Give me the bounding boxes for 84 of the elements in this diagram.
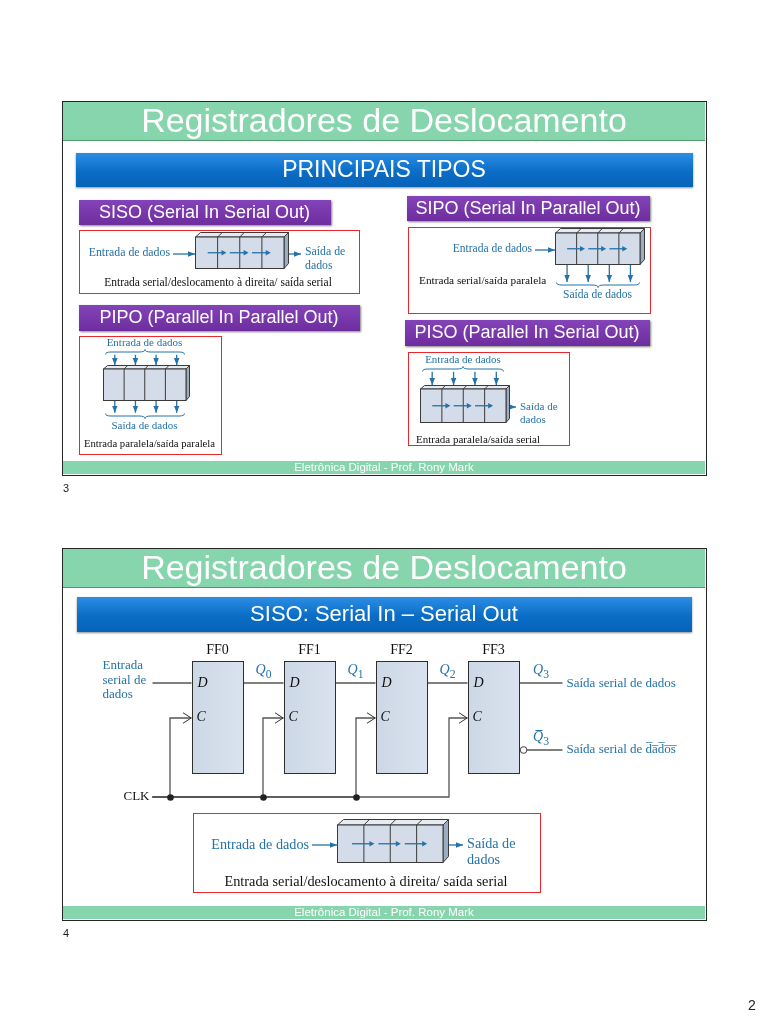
- arrow: [288, 251, 302, 257]
- title-banner: Registradores de Deslocamento: [63, 549, 705, 588]
- figure-frame: [78, 335, 222, 455]
- footer-band: Eletrônica Digital - Prof. Rony Mark: [63, 460, 705, 474]
- arrow: [448, 842, 464, 848]
- type-heading: PIPO (Parallel In Parallel Out): [78, 304, 360, 331]
- arrow: [172, 251, 196, 257]
- figure-caption: Entrada serial/deslocamento à direita/ saída serial: [224, 872, 508, 890]
- flip-flop-label: FF0: [205, 642, 230, 657]
- arrow: [627, 264, 634, 283]
- figure-frame: [407, 351, 570, 446]
- type-heading: PISO (Parallel In Serial Out): [404, 319, 650, 346]
- data-label: Entrada de dados: [425, 353, 501, 366]
- figure-frame: [407, 226, 651, 314]
- pin-label: C: [196, 709, 206, 725]
- arrow: [173, 400, 180, 414]
- data-label: Entrada de dados: [211, 835, 312, 853]
- slide-frame: [62, 101, 707, 476]
- wire: [518, 682, 564, 684]
- slide-number: 4: [63, 927, 70, 940]
- section-banner: PRINCIPAIS TIPOS: [75, 152, 693, 187]
- pin-label: D: [473, 675, 484, 691]
- section-banner: SISO: Serial In – Serial Out: [76, 596, 692, 632]
- pin-label: C: [380, 709, 390, 725]
- figure-caption: Entrada serial/deslocamento à direita/ saída serial: [104, 276, 332, 290]
- wire: [242, 682, 285, 684]
- data-label: Saída de dados: [301, 245, 351, 273]
- shift-register-drawing: [420, 385, 510, 423]
- figure-caption: Entrada paralela/saída paralela: [83, 436, 216, 450]
- pin-label: D: [381, 675, 392, 691]
- flip-flop-label: FF3: [481, 642, 506, 657]
- arrow: [153, 354, 159, 366]
- arrow: [450, 371, 457, 386]
- data-label: Saída de dados: [111, 418, 178, 432]
- wire: [334, 682, 377, 684]
- data-label: Entrada de dados: [106, 336, 183, 349]
- type-heading: SIPO (Serial In Parallel Out): [406, 195, 650, 221]
- arrow: [493, 371, 500, 386]
- figure-caption: Entrada paralela/saída serial: [416, 432, 540, 446]
- type-heading: SISO (Serial In Serial Out): [78, 199, 331, 225]
- signal-label: CLK: [123, 789, 153, 804]
- shift-register-drawing: [555, 228, 645, 265]
- pin-label: C: [288, 709, 298, 725]
- slide-frame: [62, 548, 707, 921]
- pin-label: C: [472, 709, 482, 725]
- arrow: [132, 354, 139, 366]
- arrow: [606, 264, 613, 283]
- pin-label: D: [289, 675, 300, 691]
- data-label: Saída de dados: [516, 400, 564, 426]
- footer-band: Eletrônica Digital - Prof. Rony Mark: [63, 905, 705, 919]
- arrow: [132, 400, 139, 414]
- figure-frame: [192, 812, 541, 893]
- arrow: [472, 371, 478, 386]
- data-label: Entrada de dados: [452, 242, 535, 256]
- arrow: [585, 264, 591, 283]
- figure-frame: [78, 229, 360, 294]
- arrow: [509, 404, 517, 410]
- arrow: [564, 264, 570, 283]
- pin-label: D: [197, 675, 208, 691]
- signal-label: Saída serial de dados: [562, 676, 676, 691]
- arrow: [534, 247, 556, 253]
- data-label: Entrada de dados: [88, 246, 173, 260]
- signal-label: Saída serial de d̅a̅d̅o̅s̅: [562, 742, 676, 757]
- data-label: Saída de dados: [463, 834, 521, 868]
- shift-register-drawing: [103, 365, 190, 401]
- signal-label: Entrada serial de dados: [102, 657, 153, 703]
- flip-flop-label: FF1: [297, 642, 322, 657]
- arrow: [112, 354, 118, 366]
- page-number: 2: [748, 998, 756, 1014]
- slide-number: 3: [63, 482, 70, 495]
- wire: [151, 682, 193, 684]
- figure-caption: Entrada serial/saída paralela: [419, 273, 547, 287]
- arrow: [429, 371, 435, 386]
- flip-flop-label: FF2: [389, 642, 414, 657]
- wire: [426, 682, 469, 684]
- arrow: [311, 842, 338, 848]
- shift-register-drawing: [195, 232, 289, 269]
- arrow: [153, 400, 159, 414]
- wire: [518, 746, 564, 754]
- data-label: Saída de dados: [563, 287, 632, 302]
- shift-register-drawing: [337, 819, 449, 863]
- title-banner: Registradores de Deslocamento: [63, 102, 705, 141]
- arrow: [173, 354, 180, 366]
- arrow: [112, 400, 118, 414]
